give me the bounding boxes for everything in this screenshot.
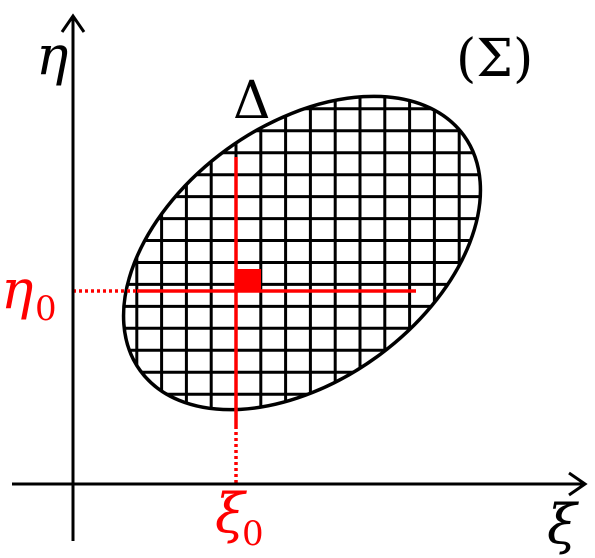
eta0-label: η 0 — [1, 258, 57, 329]
horizontal-axis-arrowhead — [568, 471, 588, 497]
xi-axis-label: ξ — [547, 493, 579, 556]
coordinate-axes — [12, 13, 588, 541]
sigma-label: (Σ) — [456, 29, 533, 89]
region-boundary — [121, 94, 483, 412]
vertical-axis-arrowhead — [60, 13, 86, 33]
eta0-symbol: η — [1, 258, 33, 321]
eta0-subscript: 0 — [35, 289, 57, 329]
xi0-label: ξ 0 — [215, 482, 264, 554]
highlight-lines — [73, 157, 416, 484]
xi0-subscript: 0 — [242, 514, 264, 554]
xi0-symbol: ξ — [215, 482, 247, 545]
delta-label: Δ — [233, 71, 271, 131]
area-element — [236, 269, 261, 291]
eta-axis-label: η — [36, 24, 68, 87]
